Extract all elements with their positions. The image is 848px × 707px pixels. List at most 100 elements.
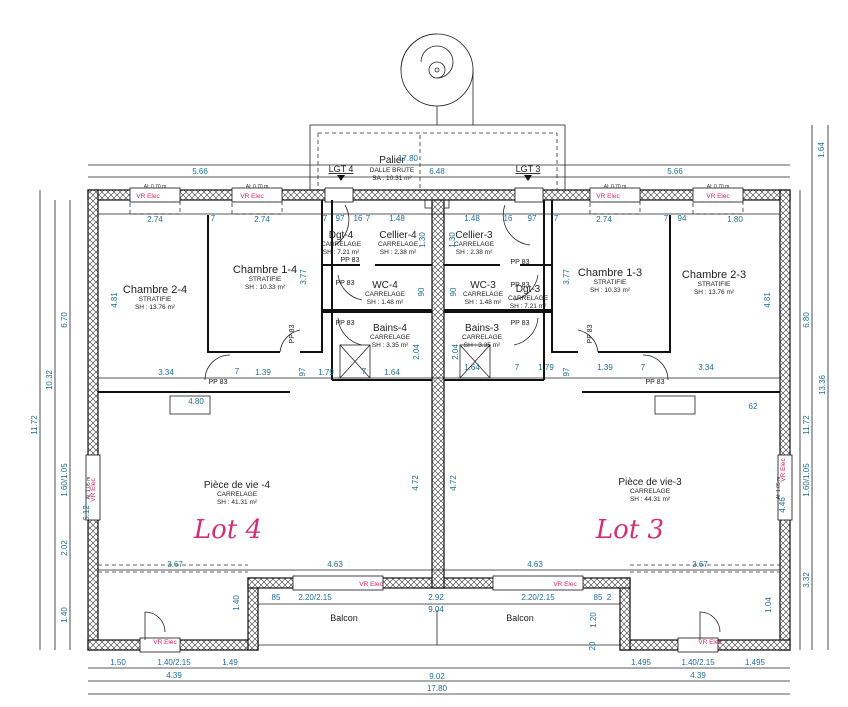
svg-text:17.80: 17.80 [398,154,419,163]
svg-text:1.64: 1.64 [464,363,480,372]
svg-text:97: 97 [298,367,307,376]
svg-text:6.48: 6.48 [429,167,445,176]
svg-text:CARRELAGE: CARRELAGE [217,491,258,498]
svg-text:4.39: 4.39 [690,671,706,680]
svg-text:Cellier-4: Cellier-4 [379,230,417,241]
svg-text:Pièce de vie -4: Pièce de vie -4 [204,480,271,491]
svg-text:Bains-3: Bains-3 [465,323,499,334]
svg-text:2: 2 [607,593,612,602]
svg-text:CARRELAGE: CARRELAGE [378,241,419,248]
svg-text:97: 97 [562,367,571,376]
svg-text:2.74: 2.74 [147,215,163,224]
dimension-lines [39,125,829,695]
svg-text:VR Elec: VR Elec [698,639,722,646]
svg-text:97: 97 [528,214,537,223]
svg-text:9.02: 9.02 [429,672,445,681]
balcony-left: Balcon [330,613,358,623]
svg-text:4.81: 4.81 [763,292,772,308]
svg-text:SH : 3.35 m²: SH : 3.35 m² [372,342,409,349]
svg-text:VR Elec: VR Elec [136,193,160,200]
svg-text:2.20/2.15: 2.20/2.15 [521,593,555,602]
svg-text:STRATIFIE: STRATIFIE [698,281,731,288]
lot-4-label: Lot 4 [193,515,262,545]
svg-text:1.30: 1.30 [418,232,427,248]
svg-text:VR Elec: VR Elec [153,639,177,646]
svg-text:4.63: 4.63 [327,560,343,569]
lot-3-label: Lot 3 [595,515,664,545]
svg-text:Al: 1.05 m: Al: 1.05 m [86,477,92,500]
svg-text:4.72: 4.72 [449,475,458,491]
svg-text:2.20/2.15: 2.20/2.15 [298,593,332,602]
svg-text:VR Elec: VR Elec [706,193,730,200]
svg-text:4.63: 4.63 [527,560,543,569]
svg-text:4.72: 4.72 [411,475,420,491]
lgt3-label: LGT 3 [516,164,541,174]
svg-text:SH : 44.31 m²: SH : 44.31 m² [630,496,671,503]
svg-text:13.36: 13.36 [818,374,827,395]
svg-text:Cellier-3: Cellier-3 [455,230,493,241]
svg-text:1.39: 1.39 [597,363,613,372]
svg-text:CARRELAGE: CARRELAGE [630,488,671,495]
svg-text:16: 16 [354,214,363,223]
svg-text:6.12: 6.12 [82,505,91,521]
svg-text:1.04: 1.04 [764,597,773,613]
svg-text:1.48: 1.48 [389,214,405,223]
svg-text:SH : 10.33 m²: SH : 10.33 m² [590,287,631,294]
svg-text:1.60/1.05: 1.60/1.05 [60,463,69,497]
svg-text:1.79: 1.79 [538,363,554,372]
svg-text:3.67: 3.67 [692,560,708,569]
svg-text:7: 7 [515,363,520,372]
svg-text:1.40: 1.40 [60,607,69,623]
svg-text:PP 83: PP 83 [341,257,360,264]
svg-text:4.39: 4.39 [166,671,182,680]
svg-text:1.40/2.15: 1.40/2.15 [681,658,715,667]
svg-text:1.495: 1.495 [745,658,766,667]
svg-text:7: 7 [641,363,646,372]
svg-text:11.72: 11.72 [802,415,811,435]
svg-text:20: 20 [588,641,597,650]
svg-text:85: 85 [272,593,281,602]
svg-text:90: 90 [449,287,458,296]
svg-text:CARRELAGE: CARRELAGE [370,334,411,341]
svg-text:10.32: 10.32 [45,369,54,390]
svg-text:97: 97 [336,214,345,223]
svg-text:1.40: 1.40 [232,595,241,611]
svg-text:Al: 0.70 m: Al: 0.70 m [246,184,269,190]
svg-text:11.72: 11.72 [30,415,39,435]
svg-text:3.67: 3.67 [167,560,183,569]
svg-text:1.495: 1.495 [631,658,652,667]
palier-name: Palier [379,155,405,166]
svg-text:Al: 1.05 m: Al: 1.05 m [776,477,782,500]
svg-text:4.81: 4.81 [110,292,119,308]
svg-text:5.66: 5.66 [192,167,208,176]
svg-text:90: 90 [417,287,426,296]
svg-text:VR Elec: VR Elec [240,193,264,200]
svg-text:WC-4: WC-4 [372,280,398,291]
palier-area: SA : 10.31 m² [372,175,412,182]
svg-text:4.46: 4.46 [778,497,787,513]
svg-text:SH : 13.76 m²: SH : 13.76 m² [135,304,176,311]
svg-text:Chambre 2-3: Chambre 2-3 [682,269,746,281]
svg-text:2.74: 2.74 [596,215,612,224]
svg-text:SH : 3.35 m²: SH : 3.35 m² [464,342,501,349]
svg-text:7: 7 [235,367,240,376]
svg-text:7: 7 [362,367,367,376]
svg-text:CARRELAGE: CARRELAGE [321,241,362,248]
svg-text:Chambre 1-3: Chambre 1-3 [578,267,642,279]
svg-text:4.80: 4.80 [188,397,204,406]
svg-text:WC-3: WC-3 [470,280,496,291]
svg-text:PP 83: PP 83 [511,259,530,266]
svg-text:6.80: 6.80 [802,312,811,328]
svg-text:PP 83: PP 83 [587,324,594,343]
svg-text:1.39: 1.39 [255,368,271,377]
svg-text:PP 83: PP 83 [209,379,228,386]
